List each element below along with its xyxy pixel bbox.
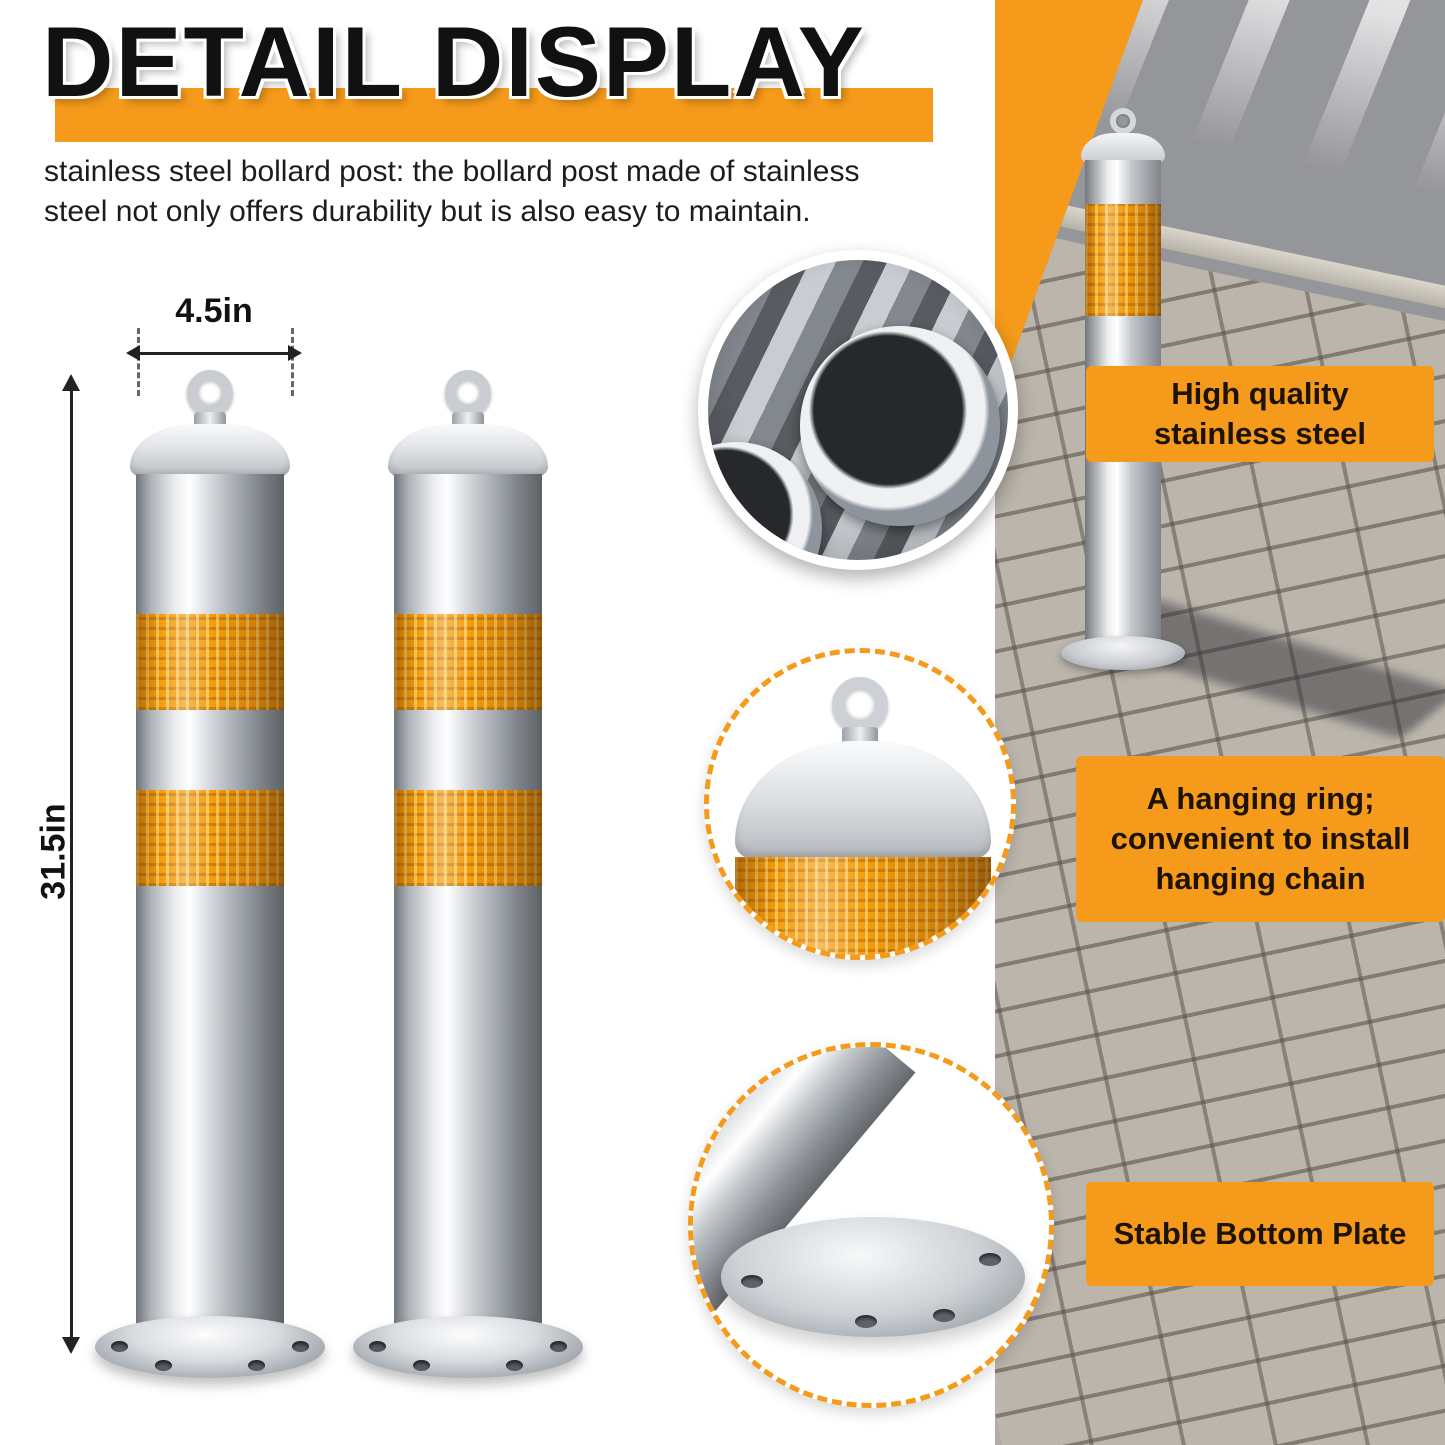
height-dimension-label: 31.5in: [34, 803, 73, 900]
bolt-hole: [933, 1309, 955, 1322]
hanging-ring-icon: [445, 370, 491, 416]
callout-label-stainless-steel: High quality stainless steel: [1086, 366, 1434, 462]
bollard-illustration-1: [95, 370, 325, 1378]
bolt-hole: [369, 1341, 386, 1352]
width-dimension-label: 4.5in: [175, 292, 253, 330]
callout-label-bottom-plate: Stable Bottom Plate: [1086, 1182, 1434, 1286]
bolt-hole: [855, 1315, 877, 1328]
width-guide-line-left: [137, 328, 140, 396]
bolt-hole: [111, 1341, 128, 1352]
base-plate: [1061, 636, 1185, 670]
callout-label-hanging-ring: A hanging ring; convenient to install ha…: [1076, 756, 1445, 922]
base-plate: [721, 1217, 1025, 1337]
bolt-hole: [292, 1341, 309, 1352]
bollard-illustration-2: [353, 370, 583, 1378]
hanging-ring-icon: [832, 677, 888, 733]
product-description: stainless steel bollard post: the bollar…: [44, 155, 860, 228]
width-guide-line-right: [291, 328, 294, 396]
bolt-hole: [741, 1275, 763, 1288]
reflective-band-bottom: [136, 790, 284, 886]
callout-circle-steel-pipes: [698, 250, 1018, 570]
width-arrow: [126, 345, 302, 361]
bolt-hole: [413, 1360, 430, 1371]
page-title: DETAIL DISPLAY: [42, 6, 866, 117]
bolt-hole: [506, 1360, 523, 1371]
base-plate: [353, 1316, 583, 1378]
base-plate: [95, 1316, 325, 1378]
hanging-ring-icon: [187, 370, 233, 416]
bolt-hole: [550, 1341, 567, 1352]
reflective-band: [735, 857, 991, 955]
callout-circle-base-plate: [688, 1042, 1054, 1408]
reflective-band: [1085, 204, 1161, 316]
top-cap: [735, 741, 991, 859]
top-cap: [388, 424, 548, 478]
top-cap: [130, 424, 290, 478]
bolt-hole: [248, 1360, 265, 1371]
ring-mount: [842, 727, 878, 745]
hanging-ring-icon: [1110, 108, 1136, 134]
pipe-end: [800, 326, 1000, 526]
top-cap: [1081, 133, 1165, 163]
steel-pole: [136, 474, 284, 1348]
reflective-band-bottom: [394, 790, 542, 886]
steel-pole: [394, 474, 542, 1348]
title-highlight-bar: [55, 88, 933, 142]
callout-circle-hanging-ring: [704, 648, 1016, 960]
reflective-band-top: [394, 614, 542, 710]
height-arrow: [62, 374, 80, 1354]
bolt-hole: [155, 1360, 172, 1371]
reflective-band-top: [136, 614, 284, 710]
bolt-hole: [979, 1253, 1001, 1266]
